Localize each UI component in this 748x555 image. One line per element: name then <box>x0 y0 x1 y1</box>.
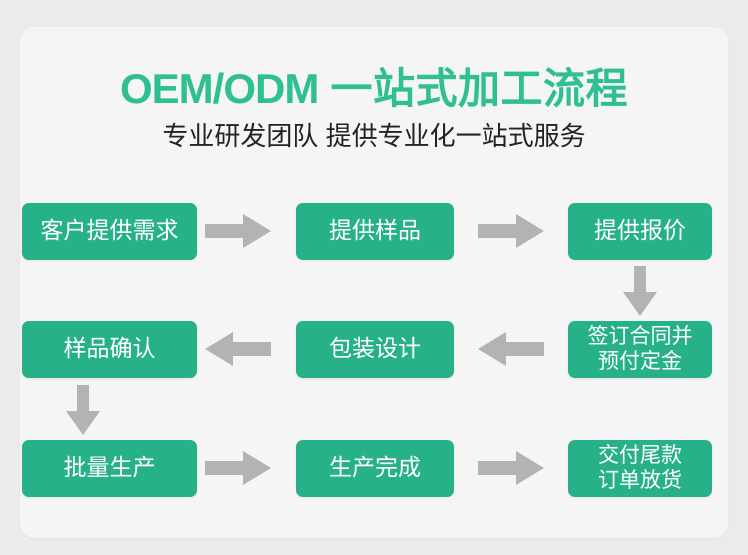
arrow-right-icon <box>205 449 271 487</box>
arrow-right-icon <box>478 449 544 487</box>
flow-step-provide-sample: 提供样品 <box>296 203 454 260</box>
flow-step-production-complete: 生产完成 <box>296 440 454 497</box>
page-title-cjk: 一站式加工流程 <box>318 65 628 112</box>
flow-step-packaging-design: 包装设计 <box>296 321 454 378</box>
flow-step-sign-contract-deposit: 签订合同并 预付定金 <box>568 321 712 378</box>
arrow-down-icon <box>623 266 657 316</box>
flow-step-customer-requirement: 客户提供需求 <box>22 203 197 260</box>
arrow-left-icon <box>478 330 544 368</box>
flow-step-final-payment-release: 交付尾款 订单放货 <box>568 440 712 497</box>
flow-step-provide-quotation: 提供报价 <box>568 203 712 260</box>
page-subtitle: 专业研发团队 提供专业化一站式服务 <box>162 121 586 151</box>
arrow-down-icon <box>66 385 100 435</box>
page-title-latin: OEM/ODM <box>120 65 319 112</box>
arrow-right-icon <box>478 212 544 250</box>
flow-step-mass-production: 批量生产 <box>22 440 197 497</box>
page-title: OEM/ODM 一站式加工流程 <box>0 66 748 112</box>
flow-step-sample-confirmation: 样品确认 <box>22 321 197 378</box>
arrow-right-icon <box>205 212 271 250</box>
arrow-left-icon <box>205 330 271 368</box>
